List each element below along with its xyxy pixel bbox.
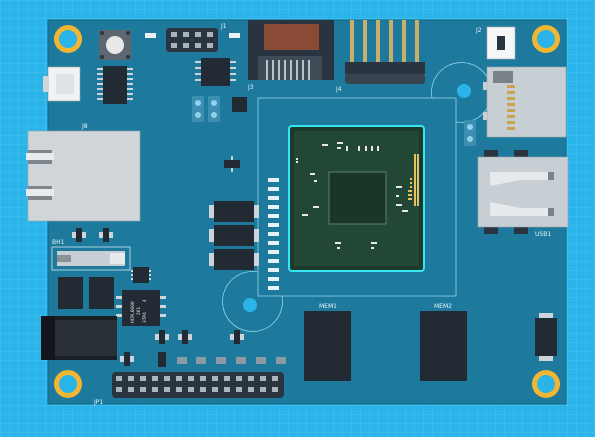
jp1-pin: [212, 376, 218, 381]
sd-card-socket: [483, 66, 567, 138]
label-bh1: BH1: [52, 239, 65, 246]
optocoupler-text-3: 3TP4: [142, 312, 148, 323]
jp1-pin: [248, 387, 254, 392]
header-jp1: [112, 372, 284, 398]
jp1-pin: [152, 376, 158, 381]
transistor-small: [224, 156, 240, 172]
jp1-pin: [164, 387, 170, 392]
diode-right: [535, 313, 557, 361]
header-j4: [345, 20, 425, 84]
fiducial-lower: [243, 298, 257, 312]
jp1-pin: [260, 387, 266, 392]
jp1-pin: [152, 387, 158, 392]
capacitor-block-right: [89, 277, 114, 309]
usb-port-usb1: [477, 150, 569, 234]
dc-barrel-jack: [41, 316, 117, 360]
jp1-pin: [128, 376, 134, 381]
decoupling-capacitor-column: [268, 178, 279, 290]
optocoupler-u4: HCPL0600 261 3TP4 4: [116, 290, 166, 326]
mounting-hole-top-left: [54, 25, 82, 53]
label-mem1: MEM1: [319, 303, 337, 310]
optocoupler-text-1: HCPL0600: [130, 301, 136, 323]
power-diode-3: [209, 249, 259, 270]
jp1-pin: [116, 387, 122, 392]
label-j2: J2: [475, 27, 482, 34]
smd-pair-d: [178, 330, 192, 344]
power-diode-1: [209, 201, 259, 222]
jp1-pin: [188, 387, 194, 392]
jp1-pin: [200, 376, 206, 381]
power-diode-2: [209, 225, 259, 246]
connector-j2: [486, 26, 516, 60]
header-j1: [166, 28, 218, 52]
optocoupler-text-4: 4: [142, 299, 148, 302]
soc-keepout-outline: [222, 62, 492, 332]
fiducial-upper: [457, 84, 471, 98]
mounting-hole-top-right: [532, 25, 560, 53]
smd-chip-g: [158, 352, 166, 367]
jp1-pin: [200, 387, 206, 392]
mounting-hole-bottom-right: [532, 370, 560, 398]
reset-button: [99, 30, 131, 60]
jp1-pin: [236, 387, 242, 392]
smd-pair-a: [72, 228, 86, 242]
optocoupler-text-2: 261: [136, 307, 142, 315]
resistor-r2: [229, 33, 240, 38]
jp1-pin: [248, 376, 254, 381]
memory-chip-mem2: [420, 311, 467, 381]
soc-processor: [288, 125, 425, 272]
soc-die: [328, 171, 387, 225]
jp1-pin: [140, 387, 146, 392]
power-connector-white: [43, 66, 81, 102]
jp1-pin: [164, 376, 170, 381]
connector-j3: [248, 20, 334, 80]
ethernet-jack-j8: [26, 130, 141, 222]
led-pair-left: [192, 96, 220, 122]
jp1-pin: [212, 387, 218, 392]
led-pair-right: [464, 120, 476, 146]
smd-pair-b: [99, 228, 113, 242]
memory-chip-mem1: [304, 311, 351, 381]
jp1-pin: [116, 376, 122, 381]
small-ic-near-j3: [232, 97, 247, 112]
jp1-pin: [224, 376, 230, 381]
capacitor-block-left: [58, 277, 83, 309]
jp1-pin: [224, 387, 230, 392]
ic-soic-left: [97, 66, 133, 104]
jp1-pin: [260, 376, 266, 381]
jp1-pin: [236, 376, 242, 381]
resistor-r1: [145, 33, 156, 38]
label-j1: J1: [220, 23, 227, 30]
resistor-row: [177, 357, 286, 364]
label-j8: J8: [81, 123, 88, 130]
jp1-pin: [140, 376, 146, 381]
smd-pair-c: [155, 330, 169, 344]
label-usb1: USB1: [535, 231, 551, 238]
small-qfn-ic: [131, 267, 151, 283]
mounting-hole-bottom-left: [54, 370, 82, 398]
label-j4: J4: [335, 86, 342, 93]
smd-pair-f: [120, 352, 134, 366]
jp1-pin: [128, 387, 134, 392]
label-mem2: MEM2: [434, 303, 452, 310]
smd-pair-e: [230, 330, 244, 344]
battery-holder-bh1: [51, 246, 131, 271]
jp1-pin: [272, 387, 278, 392]
label-jp1: JP1: [93, 399, 103, 406]
jp1-pin: [176, 376, 182, 381]
ic-soic-upper: [195, 58, 236, 86]
jp1-pin: [272, 376, 278, 381]
label-j3: J3: [247, 84, 254, 91]
jp1-pin: [188, 376, 194, 381]
jp1-pin: [176, 387, 182, 392]
